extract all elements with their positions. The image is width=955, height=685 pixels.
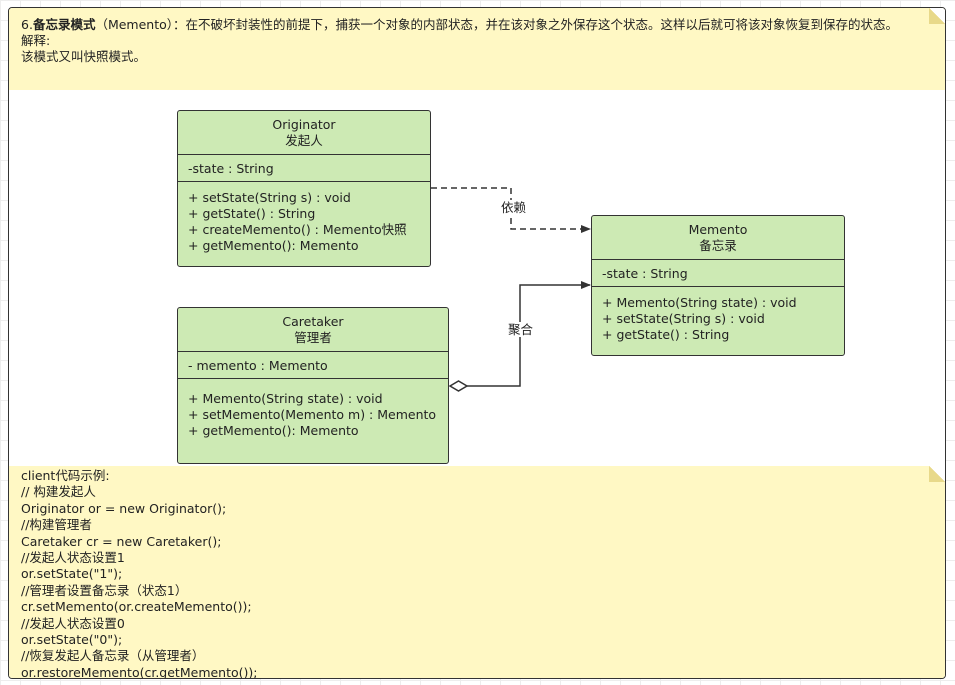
class-caretaker[interactable]: Caretaker 管理者 - memento : Memento + Meme… bbox=[177, 307, 449, 464]
explain-label: 解释: bbox=[21, 33, 51, 48]
class-attributes: -state : String bbox=[592, 260, 844, 287]
class-header: Caretaker 管理者 bbox=[178, 308, 448, 352]
description-note: 6.备忘录模式（Memento）：在不破坏封装性的前提下，捕获一个对象的内部状态… bbox=[9, 8, 945, 90]
code-line: or.restoreMemento(cr.getMemento()); bbox=[21, 664, 258, 679]
operation: + setMemento(Memento m) : Memento bbox=[188, 407, 437, 422]
class-attributes: -state : String bbox=[178, 155, 430, 182]
class-header: Originator 发起人 bbox=[178, 111, 430, 155]
class-memento[interactable]: Memento 备忘录 -state : String + Memento(St… bbox=[591, 215, 845, 356]
operation: + getState() : String bbox=[602, 327, 730, 342]
class-operations: + setState(String s) : void + getState()… bbox=[178, 182, 430, 258]
code-line: // 构建发起人 bbox=[21, 484, 96, 500]
class-name: Originator bbox=[272, 117, 336, 132]
class-subtitle: 管理者 bbox=[294, 330, 332, 345]
pattern-title: 6.备忘录模式（Memento）：在不破坏封装性的前提下，捕获一个对象的内部状态… bbox=[21, 17, 933, 33]
attribute: - memento : Memento bbox=[188, 358, 328, 373]
code-line: Caretaker cr = new Caretaker(); bbox=[21, 533, 222, 549]
explain-text: 该模式又叫快照模式。 bbox=[21, 49, 147, 64]
class-originator[interactable]: Originator 发起人 -state : String + setStat… bbox=[177, 110, 431, 267]
class-subtitle: 备忘录 bbox=[699, 238, 737, 253]
operation: + createMemento() : Memento快照 bbox=[188, 222, 407, 237]
code-line: Originator or = new Originator(); bbox=[21, 500, 227, 516]
code-line: or.setState("0"); bbox=[21, 632, 123, 648]
class-name: Caretaker bbox=[282, 314, 344, 329]
code-line: client代码示例: bbox=[21, 468, 110, 483]
dependency-label: 依赖 bbox=[499, 200, 529, 215]
operation: + getState() : String bbox=[188, 206, 316, 221]
note-fold-corner bbox=[929, 466, 945, 482]
code-line: cr.setMemento(or.createMemento()); bbox=[21, 599, 252, 615]
pattern-number: 6. bbox=[21, 17, 33, 32]
code-line: //恢复发起人备忘录（从管理者） bbox=[21, 648, 205, 664]
pattern-definition: （Memento）：在不破坏封装性的前提下，捕获一个对象的内部状态，并在该对象之… bbox=[95, 17, 899, 32]
attribute: -state : String bbox=[188, 161, 274, 176]
class-name: Memento bbox=[688, 222, 748, 237]
code-line: or.setState("1"); bbox=[21, 566, 123, 582]
operation: + getMemento(): Memento bbox=[188, 238, 359, 253]
operation: + Memento(String state) : void bbox=[602, 295, 797, 310]
aggregation-label: 聚合 bbox=[506, 322, 536, 337]
operation: + getMemento(): Memento bbox=[188, 423, 359, 438]
class-operations: + Memento(String state) : void + setMeme… bbox=[178, 379, 448, 443]
note-fold-corner bbox=[929, 8, 945, 24]
class-operations: + Memento(String state) : void + setStat… bbox=[592, 287, 844, 347]
code-line: //构建管理者 bbox=[21, 517, 92, 533]
diagram-frame: 6.备忘录模式（Memento）：在不破坏封装性的前提下，捕获一个对象的内部状态… bbox=[8, 7, 946, 679]
class-header: Memento 备忘录 bbox=[592, 216, 844, 260]
client-code-note: client代码示例: // 构建发起人 Originator or = new… bbox=[9, 466, 945, 678]
operation: + Memento(String state) : void bbox=[188, 391, 383, 406]
operation: + setState(String s) : void bbox=[188, 190, 351, 205]
class-subtitle: 发起人 bbox=[285, 133, 323, 148]
code-line: //管理者设置备忘录（状态1） bbox=[21, 582, 188, 598]
operation: + setState(String s) : void bbox=[602, 311, 765, 326]
code-line: //发起人状态设置1 bbox=[21, 550, 125, 566]
pattern-name: 备忘录模式 bbox=[32, 17, 96, 32]
attribute: -state : String bbox=[602, 266, 688, 281]
class-attributes: - memento : Memento bbox=[178, 352, 448, 379]
aggregation-diamond bbox=[448, 380, 469, 392]
code-line: //发起人状态设置0 bbox=[21, 615, 125, 631]
